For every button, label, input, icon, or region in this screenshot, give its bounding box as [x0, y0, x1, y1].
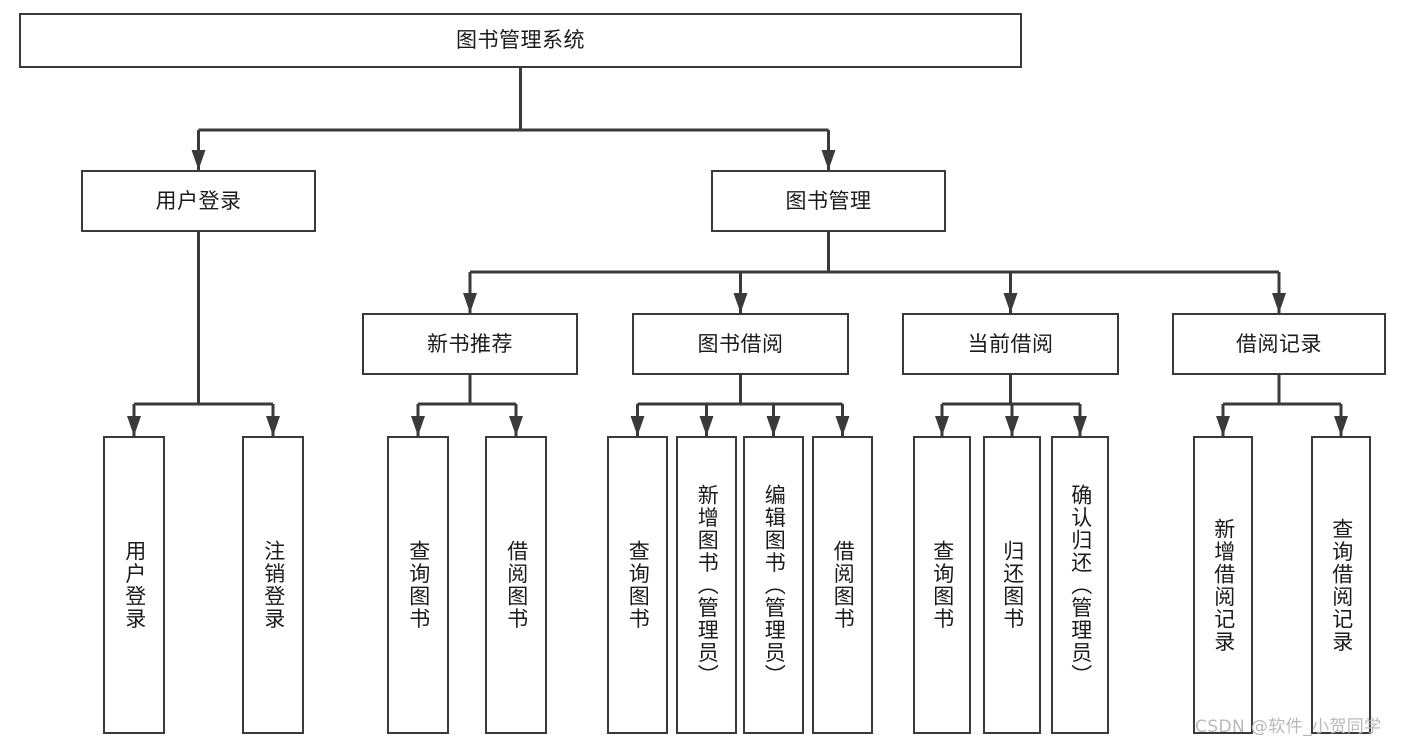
csdn-watermark: CSDN @软件_小贺同学: [1195, 717, 1382, 737]
node-label: 注销登录: [261, 540, 286, 630]
edge-arrowhead-icon: [1073, 416, 1087, 436]
node-leaf-bw-query[interactable]: 查询图书: [607, 436, 668, 734]
node-leaf-user-login[interactable]: 用户登录: [103, 436, 165, 734]
node-label: 借阅图书: [831, 540, 856, 630]
node-leaf-nb-query[interactable]: 查询图书: [387, 436, 449, 734]
node-label: 归还图书: [1000, 540, 1025, 630]
node-leaf-cur-query[interactable]: 查询图书: [913, 436, 971, 734]
node-label: 确认归还（管理员）: [1068, 483, 1093, 687]
node-leaf-rec-query[interactable]: 查询借阅记录: [1311, 436, 1371, 734]
node-leaf-bw-edit[interactable]: 编辑图书（管理员）: [743, 436, 804, 734]
edge-arrowhead-icon: [733, 293, 748, 313]
node-leaf-user-logout[interactable]: 注销登录: [242, 436, 304, 734]
node-label: 借阅记录: [1236, 331, 1322, 356]
node-leaf-bw-lend[interactable]: 借阅图书: [812, 436, 873, 734]
node-label: 当前借阅: [967, 331, 1054, 356]
edge-arrowhead-icon: [935, 416, 949, 436]
node-newbook[interactable]: 新书推荐: [362, 313, 578, 375]
node-label: 借阅图书: [504, 540, 529, 630]
edge-arrowhead-icon: [127, 416, 141, 436]
node-leaf-bw-add[interactable]: 新增图书（管理员）: [676, 436, 737, 734]
node-leaf-rec-add[interactable]: 新增借阅记录: [1193, 436, 1253, 734]
node-label: 查询图书: [406, 540, 431, 630]
node-label: 用户登录: [155, 188, 242, 213]
edge-arrowhead-icon: [766, 416, 781, 436]
node-records[interactable]: 借阅记录: [1172, 313, 1386, 375]
node-label: 图书借阅: [697, 331, 784, 356]
node-label: 图书管理系统: [456, 28, 585, 53]
node-label: 编辑图书（管理员）: [762, 483, 787, 687]
node-current[interactable]: 当前借阅: [902, 313, 1119, 375]
node-leaf-cur-return[interactable]: 归还图书: [983, 436, 1041, 734]
node-label: 新增图书（管理员）: [695, 483, 720, 687]
edge-arrowhead-icon: [1003, 293, 1018, 313]
edge-arrowhead-icon: [1005, 416, 1019, 436]
edge-arrowhead-icon: [463, 293, 477, 313]
node-label: 查询图书: [626, 540, 651, 630]
node-label: 新增借阅记录: [1211, 517, 1236, 653]
edge-arrowhead-icon: [1272, 293, 1286, 313]
node-label: 图书管理: [785, 188, 872, 213]
node-bookmgmt[interactable]: 图书管理: [711, 170, 946, 232]
edge-arrowhead-icon: [1216, 416, 1230, 436]
node-borrow[interactable]: 图书借阅: [632, 313, 849, 375]
node-leaf-cur-confirm[interactable]: 确认归还（管理员）: [1051, 436, 1109, 734]
edge-arrowhead-icon: [191, 150, 206, 170]
node-label: 新书推荐: [427, 331, 513, 356]
node-root[interactable]: 图书管理系统: [19, 13, 1022, 68]
edge-arrowhead-icon: [266, 416, 280, 436]
node-leaf-nb-borrow[interactable]: 借阅图书: [485, 436, 547, 734]
node-label: 查询图书: [930, 540, 955, 630]
edge-arrowhead-icon: [630, 416, 645, 436]
edge-arrowhead-icon: [509, 416, 523, 436]
edge-arrowhead-icon: [835, 416, 850, 436]
edge-arrowhead-icon: [411, 416, 425, 436]
node-label: 查询借阅记录: [1329, 517, 1354, 653]
edge-arrowhead-icon: [699, 416, 714, 436]
node-label: 用户登录: [122, 540, 147, 630]
node-login[interactable]: 用户登录: [81, 170, 316, 232]
edge-arrowhead-icon: [821, 150, 836, 170]
edge-arrowhead-icon: [1334, 416, 1348, 436]
